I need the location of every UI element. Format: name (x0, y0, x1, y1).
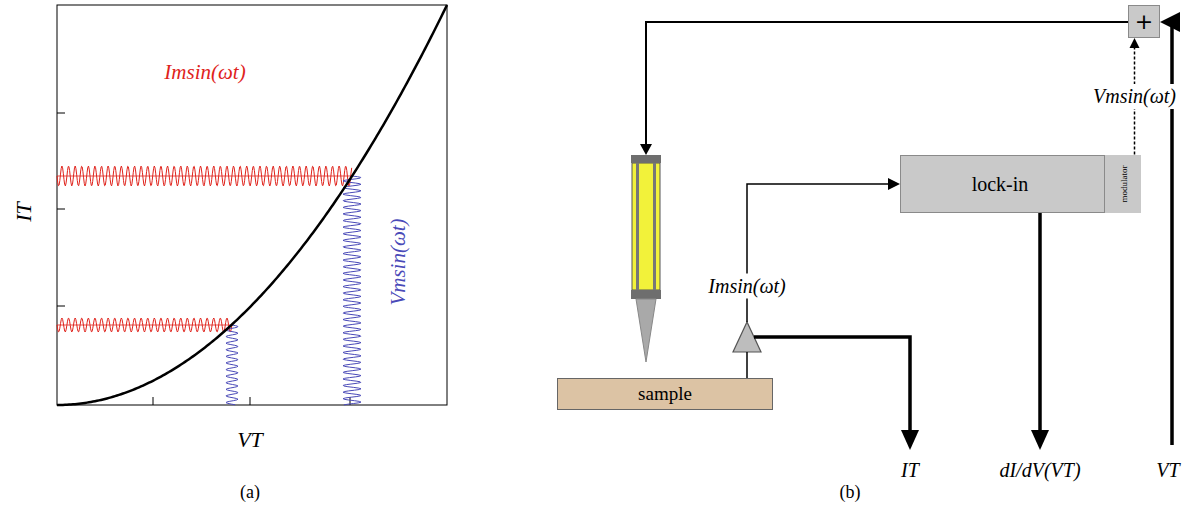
tube-cap (631, 290, 661, 299)
axis-ticks (57, 113, 350, 405)
axis-label: VT (237, 427, 263, 453)
panel-label: (b) (840, 482, 861, 503)
axis-label: IT (11, 202, 37, 222)
current-output-wire (754, 337, 910, 432)
tube-wall (636, 163, 639, 290)
arrowhead (1160, 12, 1180, 32)
tip-cone (636, 299, 656, 362)
arrowhead (1130, 38, 1140, 48)
bias-wire (646, 22, 1128, 146)
arrowhead (888, 178, 900, 190)
current-modulation (57, 318, 232, 332)
node-label: + (1135, 9, 1153, 34)
iv-curve (57, 5, 447, 405)
arrowhead (1031, 430, 1049, 450)
node-label: sample (638, 383, 692, 405)
current-modulation (57, 166, 352, 186)
node-label: modulator (1118, 165, 1128, 202)
signal-label: Vmsin(ωt) (1091, 84, 1178, 109)
baseline (57, 176, 352, 177)
baseline (57, 325, 232, 326)
signal-label: Imsin(ωt) (706, 274, 787, 299)
didv-output-wire (1038, 213, 1042, 432)
sample-box: sample (557, 378, 773, 410)
output-label: dI/dV(VT) (999, 459, 1080, 482)
voltage-modulation (226, 325, 238, 405)
adder-box: + (1128, 5, 1160, 38)
signal-wire (747, 184, 890, 322)
lockin-box: lock-in modulator (900, 155, 1140, 213)
plot-frame (57, 5, 447, 405)
panel-label: (a) (240, 482, 260, 503)
sinusoid-group (57, 166, 361, 405)
modulator-section: modulator (1104, 155, 1141, 213)
signal-label: Vmsin(ωt) (386, 218, 411, 305)
stm-tip (631, 155, 661, 362)
tube-wall (653, 163, 656, 290)
output-label: IT (901, 459, 919, 482)
sample-wire (746, 352, 748, 378)
voltage-modulation (343, 176, 361, 405)
input-label: VT (1156, 459, 1179, 482)
tube-cap (631, 155, 661, 163)
node-label: lock-in (972, 173, 1029, 196)
arrowhead (901, 430, 919, 450)
arrowhead (640, 144, 652, 155)
piezo-tube (632, 163, 660, 290)
signal-label: Imsin(ωt) (164, 60, 245, 85)
